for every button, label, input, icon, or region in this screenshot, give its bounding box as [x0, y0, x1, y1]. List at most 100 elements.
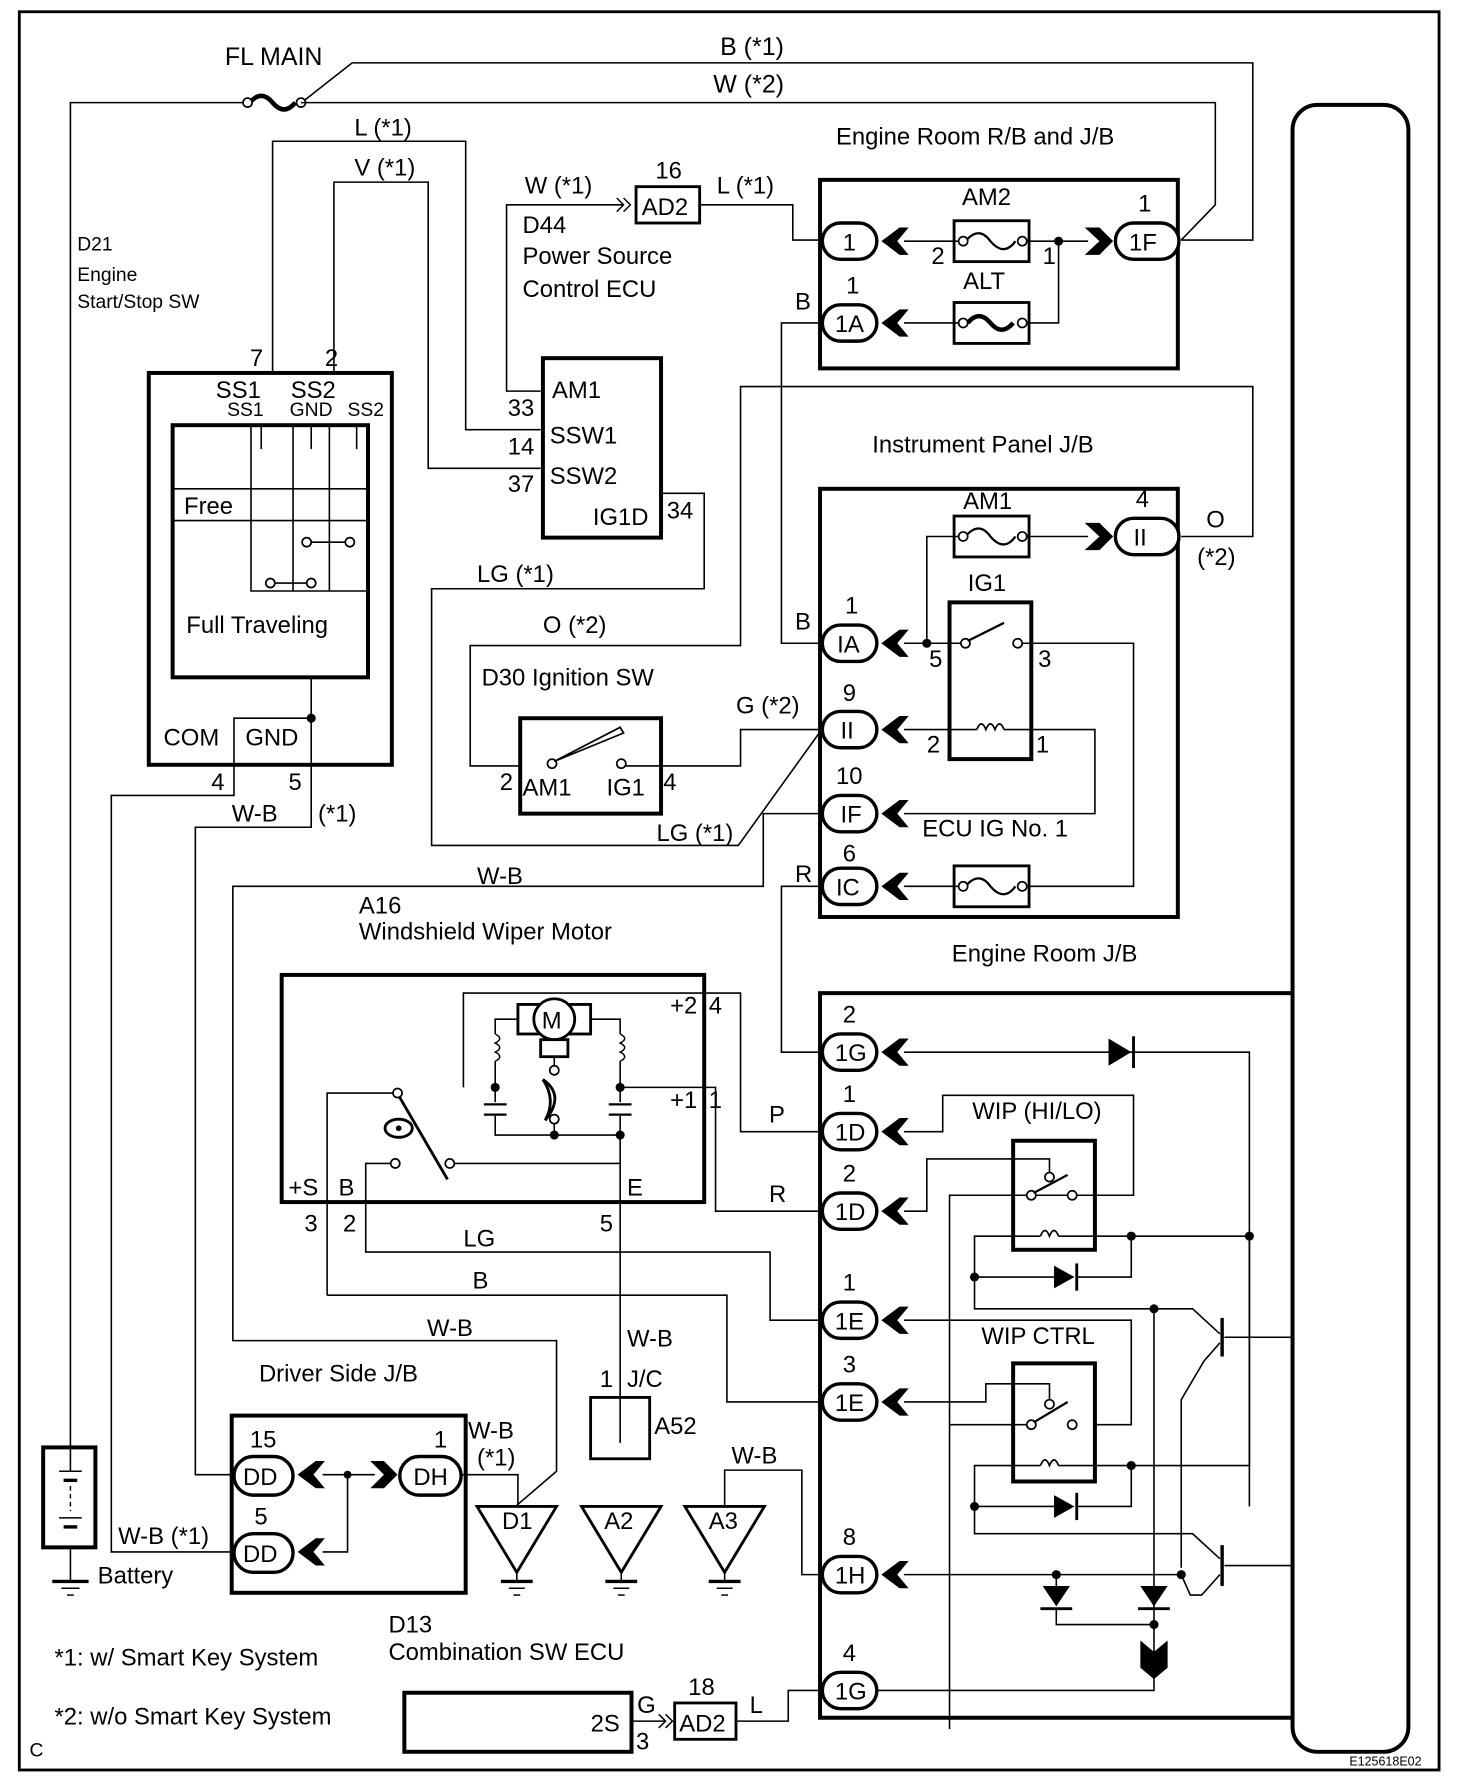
wire-wb2-label: W-B — [477, 863, 523, 890]
wire-l1-ad2-label: L (*1) — [717, 172, 774, 199]
wire-wb1-bat-label: W-B (*1) — [118, 1523, 209, 1550]
a52-label: A52 — [654, 1413, 696, 1440]
ground-d1: D1 — [474, 1505, 560, 1596]
a52-junction-connector — [589, 1396, 652, 1461]
alt-fuse-label: ALT — [963, 268, 1005, 295]
b-terminal: B — [338, 1174, 354, 1201]
ad2-top-label: AD2 — [642, 194, 688, 221]
wire-lg1-label: LG (*1) — [477, 561, 554, 588]
pin-5: 5 — [288, 769, 301, 796]
wire-wb-label: W-B — [232, 801, 278, 828]
ip-ii-top-pin: 4 — [1136, 486, 1149, 513]
ground-a2-label: A2 — [604, 1508, 633, 1535]
note-star1: (*1) — [318, 801, 356, 828]
am1-terminal: AM1 — [552, 377, 601, 404]
connector-dd-15: DD — [243, 1464, 277, 1491]
ig-pin-4: 4 — [663, 769, 676, 796]
ig1-pin1: 1 — [1036, 731, 1049, 758]
plus1-terminal: +1 — [670, 1087, 697, 1114]
fl-main-fuse-icon — [248, 93, 298, 112]
ground-d1-label: D1 — [502, 1508, 532, 1535]
connector-ii-label: II — [840, 718, 853, 745]
driver-side-jb: Driver Side J/B DD 15 DH 1 DD 5 W-B (*1)… — [118, 1361, 519, 1595]
ip-ii-top-label: II — [1134, 525, 1147, 552]
connector-1g-bottom-pin: 4 — [843, 1640, 856, 1667]
pin-14: 14 — [508, 434, 535, 461]
am2-pin2: 2 — [931, 243, 944, 270]
fl-main-label: FL MAIN — [225, 43, 323, 71]
ig-pin-2: 2 — [500, 769, 513, 796]
ig-ig1-label: IG1 — [607, 774, 645, 801]
ssw2-terminal: SSW2 — [550, 463, 618, 490]
motor-pin5: 5 — [600, 1211, 613, 1238]
d13-name: Combination SW ECU — [388, 1639, 624, 1666]
connector-1g-bottom: 1G — [835, 1679, 867, 1706]
er-jb-title: Engine Room J/B — [952, 940, 1138, 967]
motor-pin1: 1 — [709, 1087, 722, 1114]
wire-b-label: B — [795, 288, 811, 315]
connector-1f-label: 1F — [1129, 229, 1157, 256]
ss2-sub-label: SS2 — [348, 400, 384, 421]
connector-1h: 1H — [835, 1563, 865, 1590]
connector-dd-5-pin: 5 — [254, 1504, 267, 1531]
connector-1e-b: 1E — [835, 1390, 864, 1417]
footnote-1: *1: w/ Smart Key System — [55, 1644, 319, 1671]
motor-pin4: 4 — [709, 993, 722, 1020]
wire-b2-label: B — [795, 609, 811, 636]
ss1-sub-label: SS1 — [227, 400, 263, 421]
wire-l-label: L — [750, 1692, 763, 1719]
wire-wb4-label: W-B — [427, 1315, 473, 1342]
d21-name-1: Engine — [77, 265, 137, 286]
ground-bus — [1290, 102, 1411, 1754]
connector-1d-b-pin: 2 — [843, 1161, 856, 1188]
connector-ia-pin: 1 — [845, 593, 858, 620]
connector-ii-pin: 9 — [843, 680, 856, 707]
free-label: Free — [184, 493, 233, 520]
outer-frame — [17, 10, 1441, 1772]
wire-w2-label: W (*2) — [713, 70, 784, 98]
wire-r2-label: R — [769, 1181, 786, 1208]
am2-pin1: 1 — [1043, 243, 1056, 270]
wire-g2-label: G (*2) — [736, 693, 800, 720]
ad2-bottom-pin: 18 — [688, 1674, 715, 1701]
pin-3: 3 — [636, 1729, 649, 1756]
connector-if-label: IF — [840, 802, 861, 829]
gnd-sub-label: GND — [290, 400, 333, 421]
ig1-pin5: 5 — [929, 646, 942, 673]
ecu-ig-fuse-label: ECU IG No. 1 — [922, 815, 1068, 842]
wire-g-label: G — [637, 1692, 656, 1719]
wire-b3-label: B — [472, 1267, 488, 1294]
ss1-label: SS1 — [216, 377, 261, 404]
ig1-pin2: 2 — [927, 731, 940, 758]
a16-windshield-wiper-motor: A16 Windshield Wiper Motor M — [279, 893, 823, 1443]
wire-p-label: P — [769, 1102, 785, 1129]
wire-v1-top-label: V (*1) — [354, 154, 415, 181]
ad2-top-pin: 16 — [655, 158, 682, 185]
ad2-bottom-label: AD2 — [679, 1710, 725, 1737]
connector-1g-top: 1G — [835, 1040, 867, 1067]
d21-code: D21 — [77, 234, 112, 255]
footnote-2: *2: w/o Smart Key System — [55, 1704, 332, 1731]
jc-label: J/C — [627, 1366, 663, 1393]
engine-room-rb-jb: Engine Room R/B and J/B 1 1F 1 AM2 2 1 A… — [780, 124, 1181, 645]
a16-name: Windshield Wiper Motor — [359, 919, 612, 946]
motor-pin2: 2 — [343, 1211, 356, 1238]
full-traveling-label: Full Traveling — [186, 612, 328, 639]
connector-1d-a: 1D — [835, 1120, 865, 1147]
ig-am1-label: AM1 — [522, 774, 571, 801]
pin-34: 34 — [667, 497, 694, 524]
pin-7: 7 — [250, 345, 263, 372]
connector-1g-top-pin: 2 — [843, 1002, 856, 1029]
ip-jb-title: Instrument Panel J/B — [872, 431, 1093, 458]
wire-o2-label: O (*2) — [543, 612, 607, 639]
wire-b1-label: B (*1) — [720, 33, 784, 61]
wire-o-label: O — [1206, 506, 1225, 533]
connector-dh-pin: 1 — [434, 1426, 447, 1453]
am2-fuse-label: AM2 — [962, 184, 1011, 211]
connector-1a-label: 1A — [835, 311, 864, 338]
com-label: COM — [164, 724, 220, 751]
motor-icon: M — [542, 1007, 562, 1034]
figure-code: E125618E02 — [1349, 1754, 1421, 1768]
note-star1-b: (*1) — [477, 1445, 515, 1472]
